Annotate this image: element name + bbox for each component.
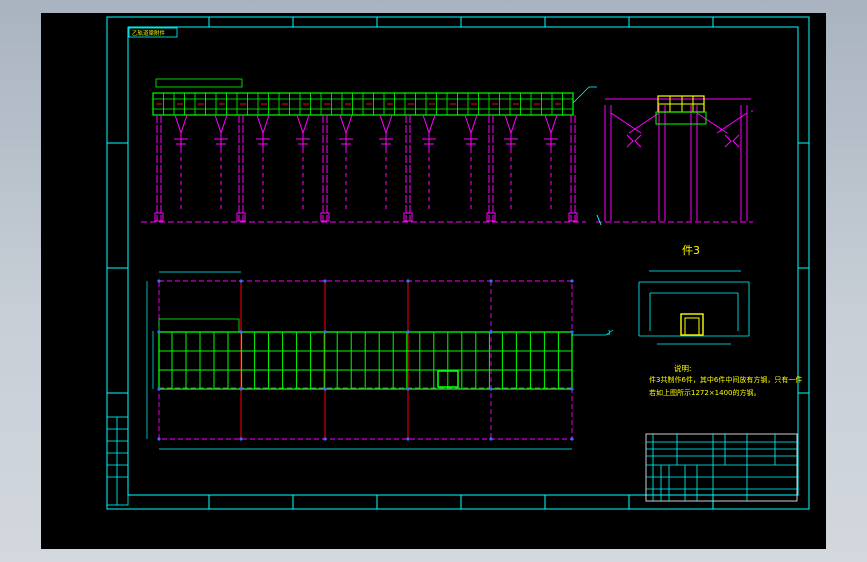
notes-line-2: 若如上图所示1272×1400的方钢。 [649, 388, 761, 397]
hopper-symbol [339, 133, 353, 149]
title-block [645, 433, 798, 502]
hopper-symbol [464, 114, 478, 135]
drawing-canvas: 乙轨道梁附件 [106, 16, 810, 510]
hopper-symbol [296, 114, 310, 135]
column-base [154, 212, 164, 222]
hopper-symbol [504, 114, 518, 135]
part3-detail: 件3 J [607, 244, 750, 345]
column-base [320, 212, 330, 222]
plan-view [146, 271, 614, 450]
column-base [568, 212, 578, 222]
hopper-symbol [422, 114, 436, 135]
hopper-symbol [256, 133, 270, 149]
revision-strip [106, 416, 129, 506]
top-label-text: 乙轨道梁附件 [132, 29, 166, 37]
hopper-symbol [504, 133, 518, 149]
hopper-symbol [174, 133, 188, 149]
elevation-view [141, 78, 597, 223]
hopper-symbol [544, 133, 558, 149]
hopper-symbol [379, 114, 393, 135]
notes: 说明: 件3共制作6件，其中6件中间放有方钢，只有一件 若如上图所示1272×1… [649, 363, 802, 397]
notes-line-1: 件3共制作6件，其中6件中间放有方钢，只有一件 [649, 375, 802, 384]
top-label-box: 乙轨道梁附件 [128, 27, 178, 38]
drawing-frame [106, 16, 810, 510]
cad-viewport[interactable]: 乙轨道梁附件 [41, 13, 826, 549]
notes-title: 说明: [674, 363, 692, 373]
hopper-symbol [544, 114, 558, 135]
column-base [236, 212, 246, 222]
hopper-symbol [174, 114, 188, 135]
hopper-symbol [422, 133, 436, 149]
hopper-symbol [214, 114, 228, 135]
hopper-symbol [256, 114, 270, 135]
hopper-symbol [339, 114, 353, 135]
side-view [596, 95, 753, 226]
column-base [403, 212, 413, 222]
hopper-symbol [379, 133, 393, 149]
part-title: 件3 [682, 244, 700, 257]
hopper-symbol [296, 133, 310, 149]
hopper-symbol [214, 133, 228, 149]
column-base [486, 212, 496, 222]
hopper-symbol [464, 133, 478, 149]
marker-j: J [607, 330, 611, 337]
